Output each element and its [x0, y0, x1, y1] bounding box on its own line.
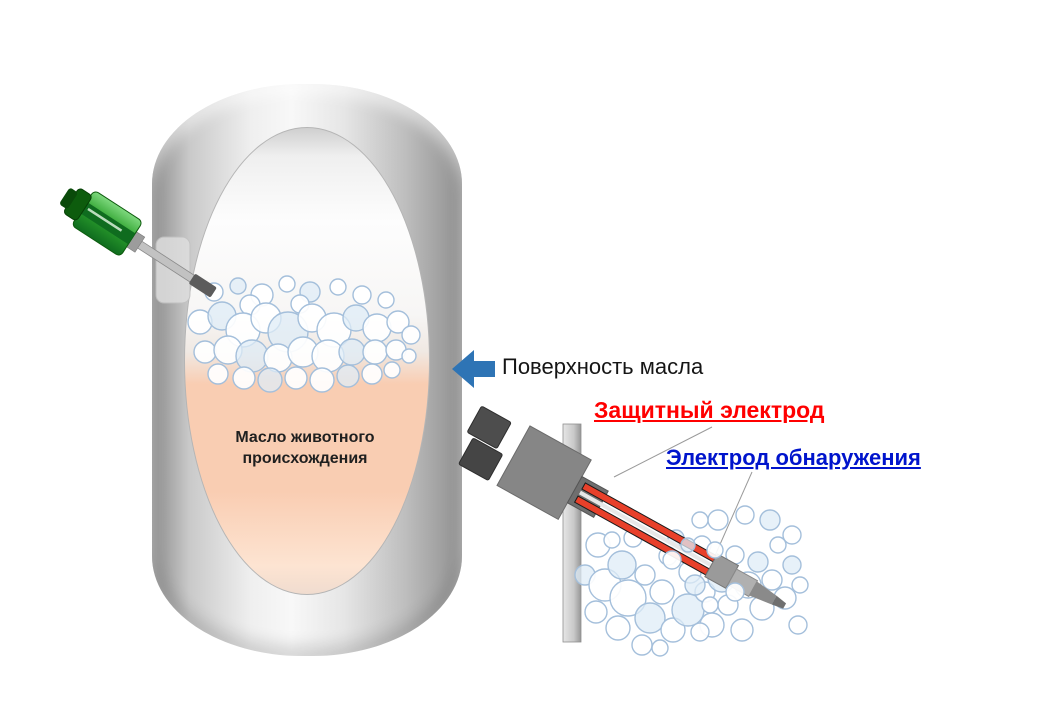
- surface-arrow-icon: [452, 350, 495, 388]
- probe-rear-connector: [467, 406, 512, 449]
- oil-surface-label: Поверхность масла: [502, 354, 704, 379]
- tank-content-label-line2: происхождения: [242, 449, 368, 467]
- sensor-probe-tip: [189, 274, 217, 297]
- protective-electrode-label: Защитный электрод: [594, 397, 825, 423]
- tank-content-label: Масло животного происхождения: [200, 428, 410, 470]
- foam-bubbles-detail-front: [662, 537, 745, 614]
- detection-electrode-tip: [749, 581, 777, 605]
- electrode-probe-assembly: [458, 406, 787, 609]
- tank-content-label-line1: Масло животного: [235, 429, 375, 446]
- foam-bubbles-tank: [187, 275, 421, 393]
- detection-electrode-label: Электрод обнаружения: [666, 445, 921, 470]
- protective-label-connector-line: [613, 426, 713, 478]
- level-sensor-icon: [60, 188, 217, 297]
